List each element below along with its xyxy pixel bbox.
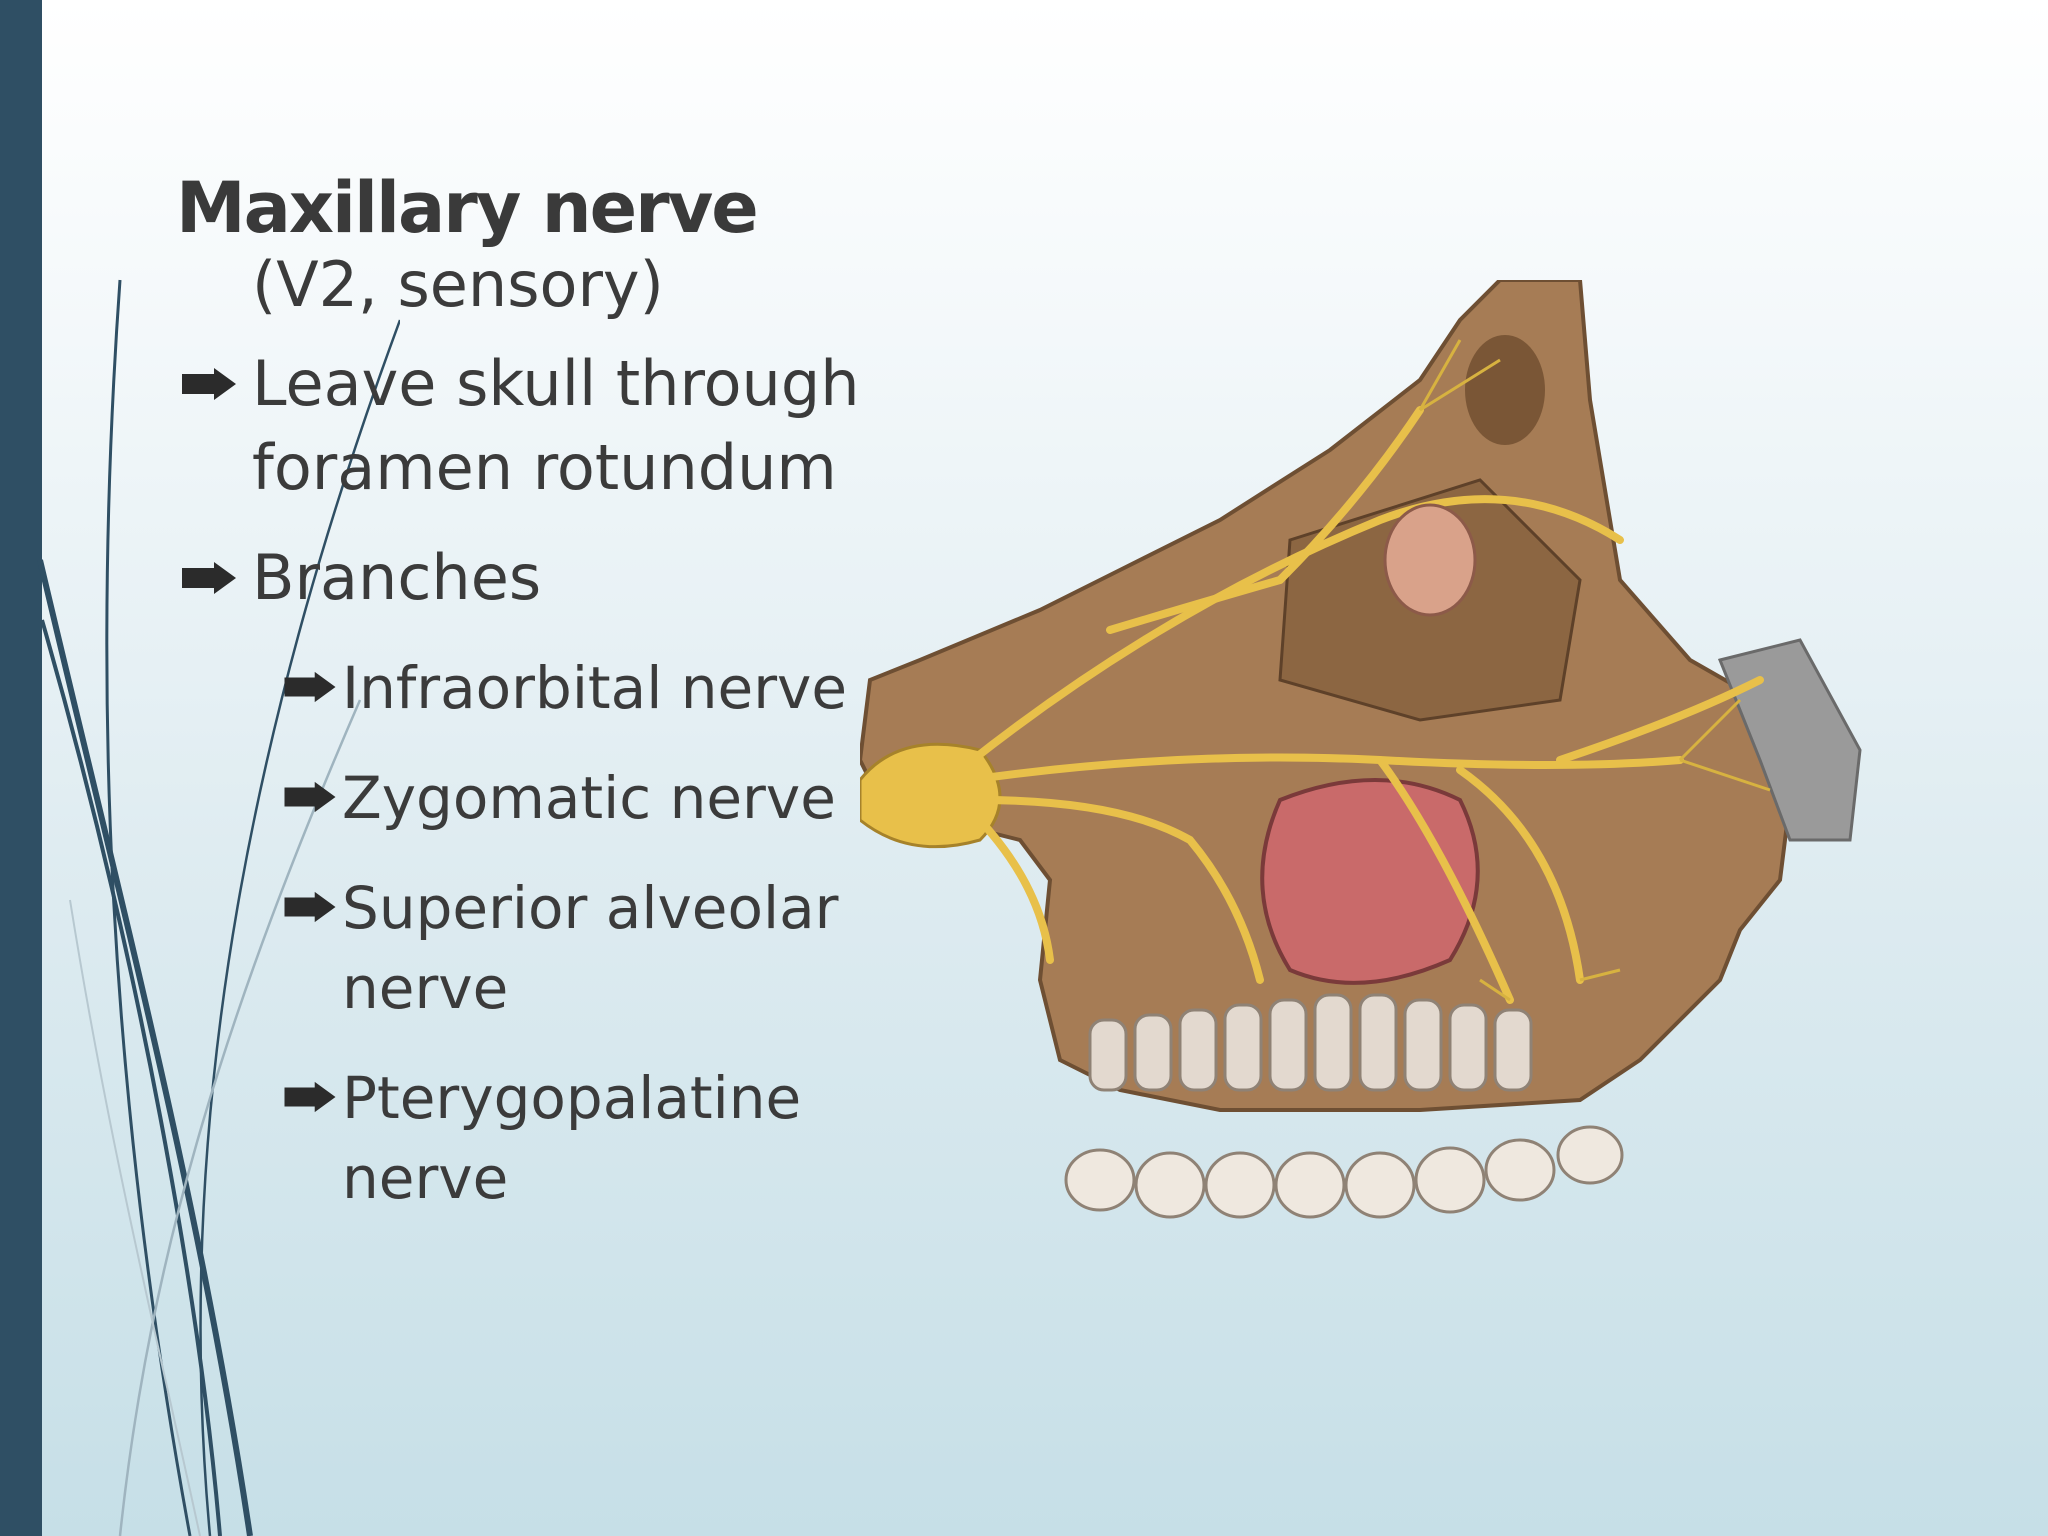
sub-bullet-text: Zygomatic nerve (342, 764, 836, 832)
bullet-text-line2: foramen rotundum (252, 431, 837, 504)
arrow-bullet-icon (182, 562, 236, 594)
arrow-bullet-icon (284, 671, 336, 703)
nerve-branches (956, 406, 1764, 1004)
sub-bullet-text-line1: Superior alveolar (342, 874, 839, 942)
sub-bullet-text-line1: Pterygopalatine (342, 1064, 802, 1132)
fine-nerves (1418, 339, 1771, 1002)
slide-subtitle: (Ⅴ2, sensory) (252, 248, 664, 321)
maxillary-nerve-anatomy-illustration (860, 280, 1862, 1219)
bullet-item: Branches (176, 536, 936, 620)
arrow-bullet-icon (284, 891, 336, 923)
sub-bullet-text: Infraorbital nerve (342, 654, 848, 722)
bullet-text-line1: Leave skull through (252, 347, 860, 420)
bullet-item: Leave skull through foramen rotundum (176, 342, 936, 510)
decorative-swoosh-lines (37, 279, 400, 1536)
sub-bullet-item: Infraorbital nerve (176, 648, 936, 728)
arrow-bullet-icon (284, 781, 336, 813)
sub-bullet-item: Superior alveolar nerve (176, 868, 936, 1028)
sub-bullet-item: Pterygopalatine nerve (176, 1058, 936, 1218)
sub-bullet-item: Zygomatic nerve (176, 758, 936, 838)
upper-teeth (1088, 993, 1533, 1092)
slide-text: Maxillary nerve (Ⅴ2, sensory) Leave skul… (176, 168, 936, 1218)
frontal-sinus (1465, 335, 1545, 445)
tooth-crowns (1064, 1125, 1624, 1219)
sub-bullet-text-line2: nerve (342, 1144, 509, 1212)
maxillary-sinus (1260, 778, 1480, 985)
sub-bullet-text-line2: nerve (342, 954, 509, 1022)
slide-title: Maxillary nerve (176, 167, 759, 249)
nasal-cartilage (1717, 638, 1862, 842)
bullet-text: Branches (252, 541, 542, 614)
arrow-bullet-icon (284, 1081, 336, 1113)
arrow-bullet-icon (182, 368, 236, 400)
skull-bone (860, 280, 1793, 1112)
left-accent-bar (0, 0, 42, 1536)
lacrimal-gland (1383, 503, 1477, 617)
